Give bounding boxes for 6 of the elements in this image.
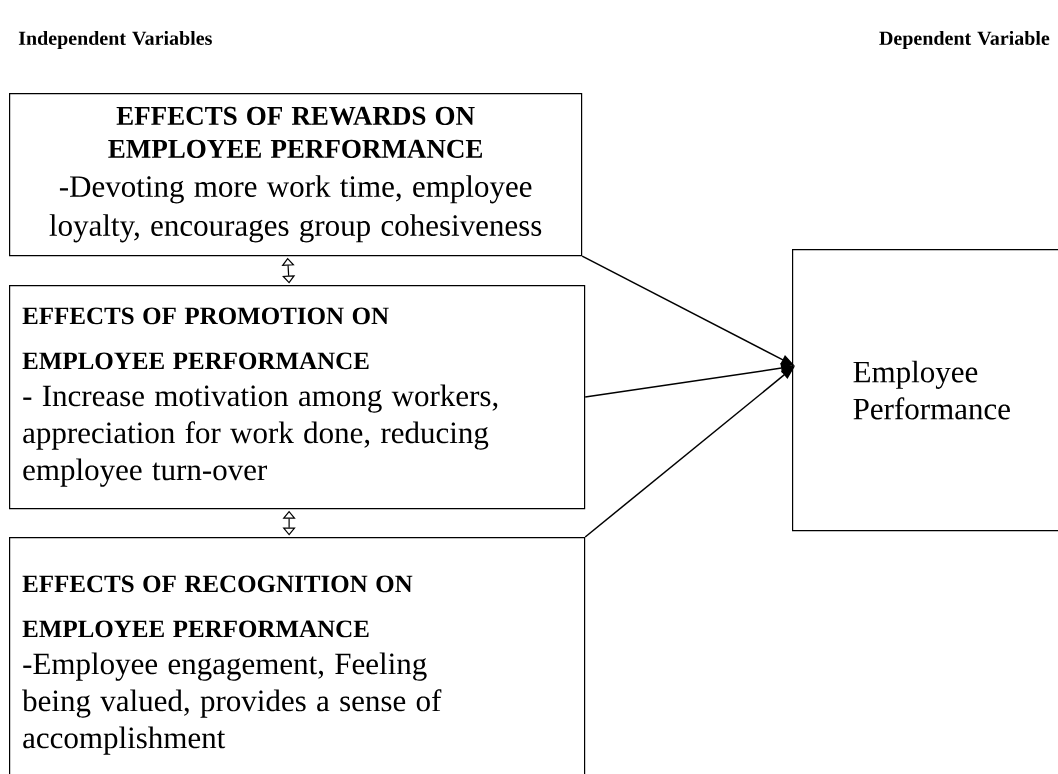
effect-box: EFFECTS OF PROMOTION ON EMPLOYEE PERFORMANCE - Increase motivation among workers, appreciation for work done, reducing employee turn-over: [9, 285, 586, 510]
effect-box: EFFECTS OF REWARDS ON EMPLOYEE PERFORMANCE -Devoting more work time, employee loyalty, encourages group cohesiveness: [9, 93, 583, 257]
box: Employee Performance: [792, 249, 1058, 532]
heading: Dependent Variable: [879, 30, 1050, 50]
effect-box: EFFECTS OF RECOGNITION ON EMPLOYEE PERFORMANCE -Employee engagement, Feeling being valued, provides a sense of accomplishment: [9, 537, 586, 774]
heading: Independent Variables: [18, 30, 212, 50]
